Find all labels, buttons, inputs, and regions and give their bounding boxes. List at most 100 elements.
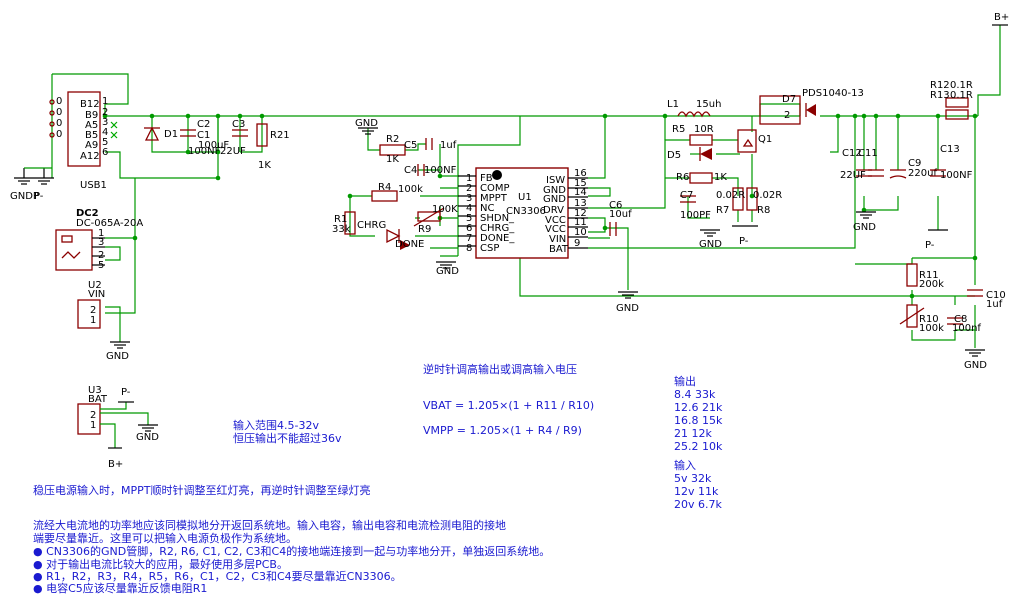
c5-ref: C5 — [404, 140, 417, 151]
u1-pin-csp: CSP — [480, 243, 499, 254]
l1-value: 15uh — [696, 99, 721, 110]
u1-cn3306: 1 FB 2 COMP 3 MPPT 4 NC 5 SHDN_ 6 CHRG_ … — [458, 167, 588, 259]
c10-value: 1uf — [986, 299, 1003, 310]
usb1-num: 4 — [102, 127, 108, 138]
u1-pin-num: 3 — [466, 193, 472, 204]
r9-ref: R9 — [418, 224, 431, 235]
c8-value: 100nf — [952, 323, 981, 334]
u1-pin-vcc: VCC — [545, 215, 566, 226]
r2-ref: R2 — [386, 134, 399, 145]
c1-ref: C1 — [197, 130, 210, 141]
junctions — [102, 113, 978, 299]
u1-pin-num: 1 — [466, 173, 472, 184]
note-vbat-formula: VBAT = 1.205×(1 + R11 / R10) — [423, 399, 594, 412]
u1-pin-num: 13 — [574, 198, 587, 209]
u1-pin-shdn: SHDN_ — [480, 213, 515, 224]
c12-ref: C12 — [842, 148, 862, 159]
c13-value: 100NF — [940, 170, 973, 181]
r13-value: 0.1R — [950, 90, 973, 101]
output-table-row: 21 12k — [674, 427, 712, 440]
u1-pin-num: 7 — [466, 233, 472, 244]
pminus-label: P- — [739, 236, 749, 247]
c8-ref: C8 — [954, 314, 967, 325]
usb1-shield: 0 — [56, 118, 62, 129]
output-table-row: 16.8 15k — [674, 414, 723, 427]
c2-ref: C2 — [197, 119, 210, 130]
c3-ref: C3 — [232, 119, 245, 130]
r10-ref: R10 — [919, 314, 939, 325]
u1-pin-num: 12 — [574, 208, 587, 219]
u2-ref: U2 — [88, 280, 102, 291]
u2-vin-connector: U2 VIN 2 1 GND — [77, 280, 130, 362]
u1-pin-done: DONE_ — [480, 233, 515, 244]
notes: 逆时针调高输出或调高输入电压 VBAT = 1.205×(1 + R11 / R… — [33, 362, 723, 595]
usb1-pin-a5: A5 — [85, 120, 98, 131]
r4-ref: R4 — [378, 182, 391, 193]
u1-pin-gnd: GND — [543, 194, 566, 205]
input-filter: D1 C2 C1 100uF 100NF C3 22UF R21 1K — [144, 119, 290, 171]
u1-pin-num: 16 — [574, 168, 587, 179]
power-stage: L1 15uh R5 10R D5 Q1 R6 1K C7 100PF 0.02… — [667, 12, 1009, 371]
r6-ref: R6 — [676, 172, 689, 183]
u3-ref: U3 — [88, 385, 102, 396]
r1-value: 33k — [332, 224, 351, 235]
usb1-num: 3 — [102, 117, 108, 128]
u1-pin-fb: FB — [480, 173, 493, 184]
c4-value: 100NF — [424, 165, 457, 176]
r11-ref: R11 — [919, 270, 939, 281]
note-layout-line: ● R1，R2，R3，R4，R5，R6，C1，C2，C3和C4要尽量靠近CN33… — [33, 569, 402, 583]
pminus-label: P- — [925, 240, 935, 251]
note-mppt: 稳压电源输入时，MPPT顺时针调整至红灯亮，再逆时针调整至绿灯亮 — [33, 483, 370, 497]
gnd-label: GND — [616, 303, 639, 314]
dc2-ref: DC2 — [76, 208, 99, 219]
gnd-label: GND — [699, 239, 722, 250]
c7-value: 100PF — [680, 210, 711, 221]
dc2-value: DC-065A-20A — [76, 218, 143, 229]
u1-pin-gnd: GND — [543, 185, 566, 196]
u1-ref: U1 — [518, 192, 532, 203]
u3-value: BAT — [88, 394, 108, 405]
u1-pin-isw: ISW — [546, 175, 565, 186]
usb1-num: 2 — [102, 107, 108, 118]
d7-pin: 2 — [784, 110, 790, 121]
gnd-label: GND — [106, 351, 129, 362]
u1-pin-bat: BAT — [549, 244, 569, 255]
r1-ref: R1 — [334, 214, 347, 225]
note-output-limit: 恒压输出不能超过36v — [233, 431, 342, 445]
gnd-label: GND — [853, 222, 876, 233]
dc2-pin: 5 — [98, 260, 104, 271]
r4-value: 100k — [398, 184, 423, 195]
u1-pin-num: 11 — [574, 217, 587, 228]
u1-pin-nc: NC — [480, 203, 494, 214]
usb1-pin-b9: B9 — [85, 110, 98, 121]
usb1-ref: USB1 — [80, 180, 107, 191]
usb1-pin-b5: B5 — [85, 130, 98, 141]
c9-value: 220uf — [908, 168, 937, 179]
input-table-row: 12v 11k — [674, 485, 719, 498]
r13-ref: R13 — [930, 90, 950, 101]
c2-value: 100uF — [198, 140, 229, 151]
u3-pin: 2 — [90, 410, 96, 421]
note-layout-line: 端要尽量靠近。这里可以把输入电源负极作为系统地。 — [33, 531, 297, 545]
input-table-title: 输入 — [674, 458, 696, 472]
u1-pin-num: 9 — [574, 238, 580, 249]
r7-ref: R7 — [716, 205, 729, 216]
gndp-label: GNDP — [10, 191, 39, 202]
r6-value: 1K — [714, 172, 727, 183]
l1-ref: L1 — [667, 99, 679, 110]
r5-value: 10R — [694, 124, 714, 135]
c4-ref: C4 — [404, 165, 417, 176]
gnd-label: GND — [355, 118, 378, 129]
c11-ref: C11 — [858, 148, 878, 159]
dc2-pin: 2 — [98, 250, 104, 261]
r5-ref: R5 — [672, 124, 685, 135]
bplus-label: B+ — [994, 12, 1009, 23]
usb1-pin-a12: A12 — [80, 151, 100, 162]
r8-ref: R8 — [757, 205, 770, 216]
u1-pin-mppt: MPPT — [480, 193, 508, 204]
gnd-label: GND — [136, 432, 159, 443]
q1-ref: Q1 — [758, 134, 772, 145]
usb1-shield: 0 — [56, 107, 62, 118]
output-table-row: 8.4 33k — [674, 388, 716, 401]
